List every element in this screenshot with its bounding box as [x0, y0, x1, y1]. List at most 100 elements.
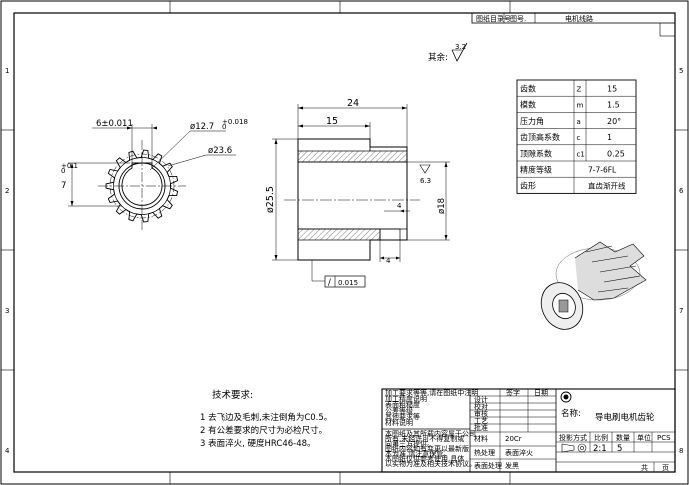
border-mark: 7: [679, 307, 683, 315]
border-mark: 4: [5, 447, 10, 455]
svg-text:公差等级: 公差等级: [385, 406, 413, 415]
tech-req-item: 3 表面淬火, 硬度HRC46-48。: [200, 438, 316, 449]
bore-with-keyway: [121, 162, 163, 206]
dim-hub-dia: ø18: [437, 198, 447, 214]
svg-text:本图纸仅供参考使用,具体: 本图纸仅供参考使用,具体: [385, 454, 464, 463]
runout-value: 0.015: [338, 279, 358, 287]
svg-text:材料: 材料: [474, 434, 488, 443]
dim-outer-dia: ø23.6: [208, 146, 232, 156]
top-tab: 图纸目录号 图号. 电机线路: [471, 12, 676, 37]
runout-frame: [324, 275, 366, 288]
svg-text:向第三方提供。: 向第三方提供。: [385, 439, 434, 448]
svg-text:其他要求等: 其他要求等: [385, 412, 420, 421]
gear-3d-view-icon: [540, 241, 647, 330]
surface-finish-note: 其余: 3.2: [428, 42, 468, 63]
gear-param-name: 齿顶高系数: [520, 132, 560, 142]
surface-treatment-value: 发黑: [505, 461, 519, 470]
svg-text:表面粗糙度: 表面粗糙度: [385, 400, 420, 409]
svg-text:共: 共: [641, 463, 648, 472]
tab-cell: 图纸目录号: [476, 14, 511, 23]
border-mark: 6: [679, 187, 684, 195]
svg-text:材料说明: 材料说明: [385, 418, 413, 427]
svg-text:名称:: 名称:: [561, 408, 581, 419]
svg-text:热处理: 热处理: [474, 448, 495, 457]
gear-param-symbol: m: [577, 102, 584, 110]
svg-text:其余:: 其余:: [428, 52, 448, 63]
dim-pitch-dia: ø25.5: [265, 186, 276, 213]
svg-text:设计: 设计: [474, 395, 488, 404]
pitch-circle: [109, 153, 175, 219]
gear-param-symbol: Z: [577, 86, 582, 94]
svg-text:比例: 比例: [594, 433, 608, 442]
dim-relief: 4: [397, 202, 402, 210]
gear-param-value: 20°: [607, 117, 621, 126]
root-circle: [113, 157, 171, 215]
svg-text:本为准,请注意保管。: 本为准,请注意保管。: [385, 449, 450, 458]
svg-text:所有,未经许可不得复制或: 所有,未经许可不得复制或: [385, 434, 464, 443]
title-block: 加工要求等等,请在图纸中注明 加工精度说明 表面粗糙度 公差等级 其他要求等 材…: [381, 388, 676, 473]
svg-text:3.2: 3.2: [455, 43, 466, 51]
gear-param-name: 压力角: [520, 116, 544, 126]
svg-text:加工精度说明: 加工精度说明: [385, 394, 427, 403]
gear-tooth-profile: [105, 149, 179, 223]
svg-text:校对: 校对: [474, 402, 488, 411]
gear-param-symbol: c: [577, 134, 581, 142]
runout-symbol: /: [328, 278, 331, 288]
svg-text:表面处理: 表面处理: [474, 461, 502, 470]
svg-text:投影方式: 投影方式: [559, 433, 587, 442]
svg-text:本图纸及其所载内容属于公司: 本图纸及其所载内容属于公司: [385, 429, 476, 438]
gear-param-name: 齿形: [520, 182, 536, 191]
border-mark: 5: [679, 67, 683, 75]
dim-bore-dia: ø12.7: [190, 122, 214, 132]
dim-keyway-width: 6±0.011: [96, 119, 133, 129]
svg-text:以实物为准及相关技术协议。: 以实物为准及相关技术协议。: [385, 459, 476, 468]
border-mark: 2: [5, 187, 9, 195]
dim-hub-length: 15: [326, 116, 338, 127]
gear-param-value: 1.5: [607, 101, 620, 110]
svg-text:图纸内容如有变更以最新版: 图纸内容如有变更以最新版: [385, 444, 469, 453]
svg-text:签字: 签字: [506, 388, 520, 397]
border-mark: 1: [5, 67, 9, 75]
svg-text:PCS: PCS: [657, 434, 671, 442]
svg-text:工艺: 工艺: [474, 417, 488, 425]
tech-req-title: 技术要求:: [212, 389, 253, 401]
border-mark: 8: [679, 447, 683, 455]
gear-param-value: 7-7-6FL: [588, 166, 617, 175]
gear-param-name: 精度等级: [520, 165, 552, 175]
border-mark: 3: [5, 307, 9, 315]
tab-cell: 电机线路: [565, 14, 593, 23]
svg-text:日期: 日期: [534, 389, 548, 397]
gear-param-value: 直齿渐开线: [588, 181, 626, 191]
roughness-value: 6.3: [420, 177, 431, 185]
gear-param-value: 0.25: [607, 149, 625, 158]
svg-text:加工要求等等,请在图纸中注明: 加工要求等等,请在图纸中注明: [385, 388, 478, 397]
gear-section-view: 24 15 ø25.5 ø18 6.3 4 4 /: [265, 98, 450, 288]
qty-value: 5: [617, 444, 622, 454]
gear-param-value: 1: [607, 133, 612, 142]
dim-keyway-depth: 7: [61, 181, 66, 191]
part-name: 导电刷电机齿轮: [595, 412, 655, 423]
gear-param-symbol: c1: [577, 150, 585, 158]
tech-req-item: 2 有公差要求的尺寸为必检尺寸。: [200, 425, 327, 436]
tech-requirements: 技术要求: 1 去飞边及毛刺,未注倒角为C0.5。 2 有公差要求的尺寸为必检尺…: [200, 389, 332, 449]
scale-value: 2:1: [593, 444, 607, 454]
gear-param-symbol: a: [577, 118, 581, 126]
gear-param-name: 齿数: [520, 84, 536, 94]
gear-param-value: 15: [607, 85, 617, 94]
svg-text:页: 页: [662, 464, 669, 472]
tab-cell: 图号.: [510, 15, 526, 23]
svg-text:批准: 批准: [474, 423, 488, 432]
inner-frame: [13, 12, 676, 473]
first-angle-projection-icon: [561, 443, 587, 453]
svg-text:单位: 单位: [637, 433, 651, 442]
material-value: 20Cr: [505, 435, 522, 443]
heat-treatment-value: 表面淬火: [505, 448, 533, 457]
gear-param-name: 顶隙系数: [520, 148, 552, 158]
